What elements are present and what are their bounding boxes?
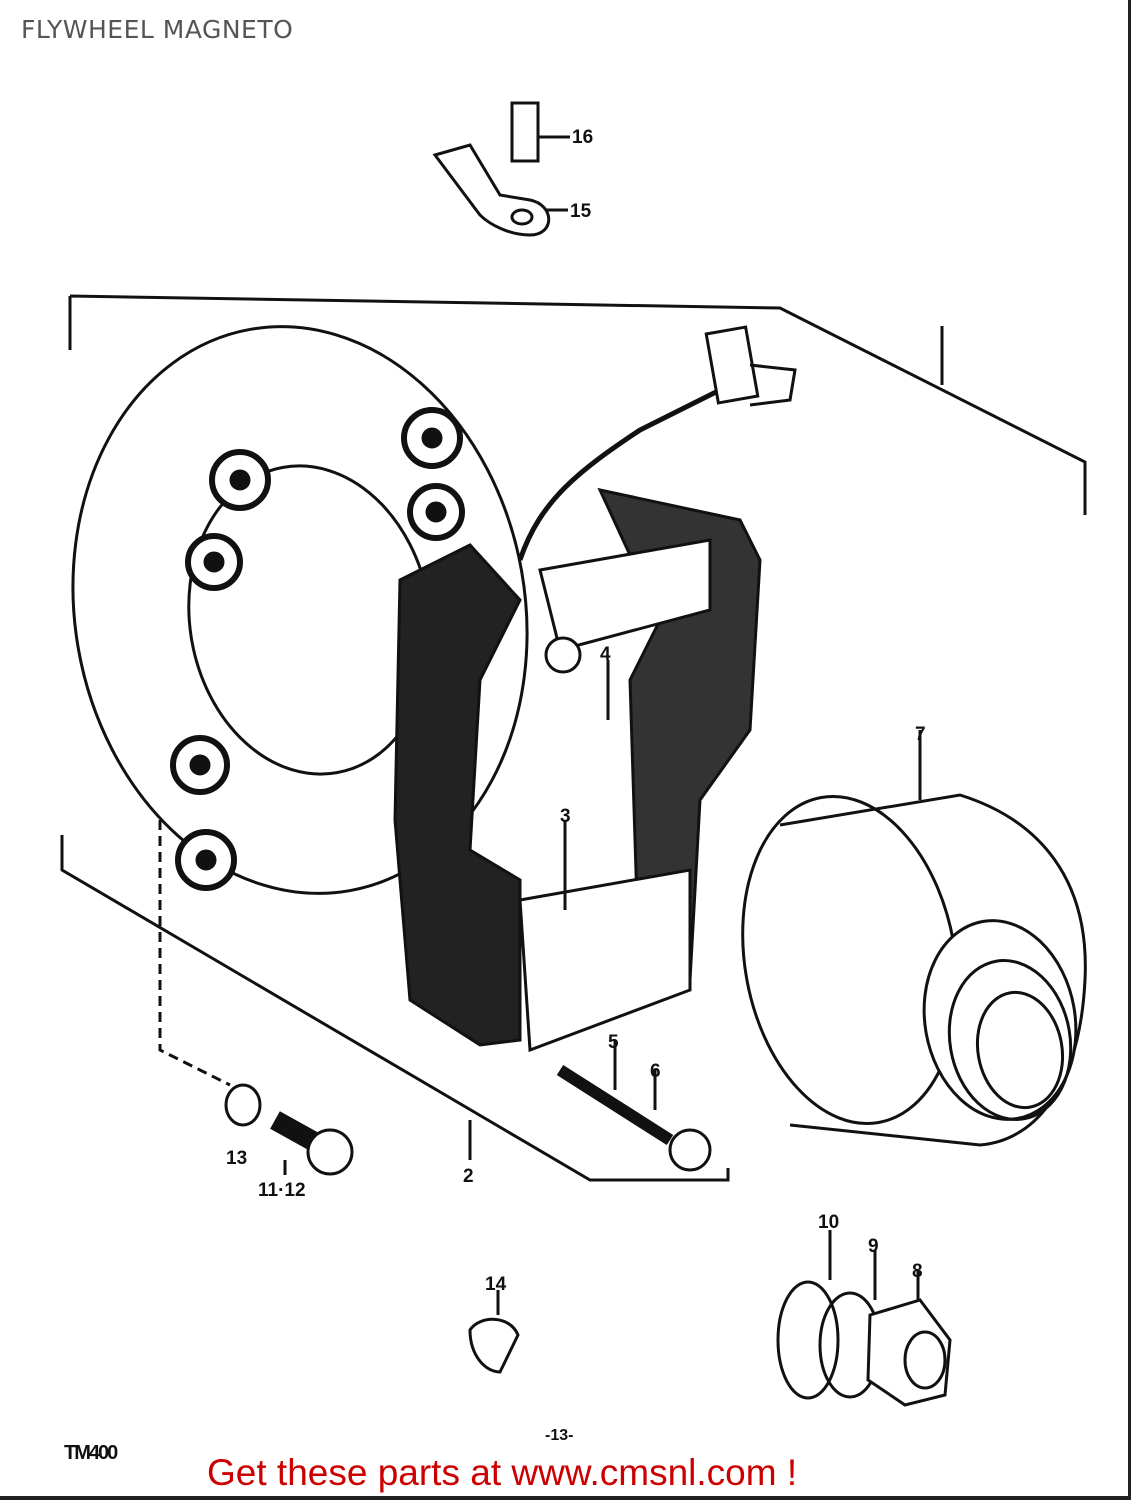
coil-right: [597, 487, 762, 1003]
coil-left: [393, 543, 522, 1047]
callout-14: 14: [485, 1274, 507, 1295]
page-number: -13-: [545, 1427, 574, 1444]
key-14: [468, 1317, 520, 1374]
callout-16: 16: [572, 127, 593, 148]
screw-5: [556, 1064, 674, 1146]
callout-13: 13: [226, 1148, 247, 1169]
callout-7: 7: [915, 724, 926, 745]
diagram-code: TM400: [64, 1442, 118, 1464]
assembly-bracket-top: [68, 294, 1087, 515]
washer-13: [224, 1083, 262, 1127]
washer-10: [776, 1280, 840, 1400]
callout-10: 10: [818, 1212, 839, 1233]
callout-11-12: 11·12: [258, 1180, 306, 1201]
screw-16: [510, 101, 540, 163]
callout-3: 3: [560, 806, 571, 827]
condenser-4: [538, 538, 712, 652]
right-border: [1128, 0, 1131, 1500]
leader-13: [158, 820, 231, 1087]
coil-3: [518, 868, 692, 1053]
bottom-border: [0, 1496, 1131, 1500]
callout-6: 6: [650, 1061, 661, 1082]
footer-link[interactable]: Get these parts at www.cmsnl.com !: [207, 1452, 798, 1493]
callout-9: 9: [868, 1236, 879, 1257]
callout-15: 15: [570, 201, 592, 222]
callout-8: 8: [912, 1261, 923, 1282]
assembly-bracket-bottom: [60, 835, 730, 1182]
stator-base-plate: [71, 325, 529, 895]
callout-2: 2: [463, 1166, 474, 1187]
callout-5: 5: [608, 1032, 619, 1053]
nut-8: [866, 1298, 952, 1407]
page-title: FLYWHEEL MAGNETO: [21, 15, 294, 44]
clamp-15: [432, 143, 551, 237]
callout-4: 4: [600, 644, 611, 665]
